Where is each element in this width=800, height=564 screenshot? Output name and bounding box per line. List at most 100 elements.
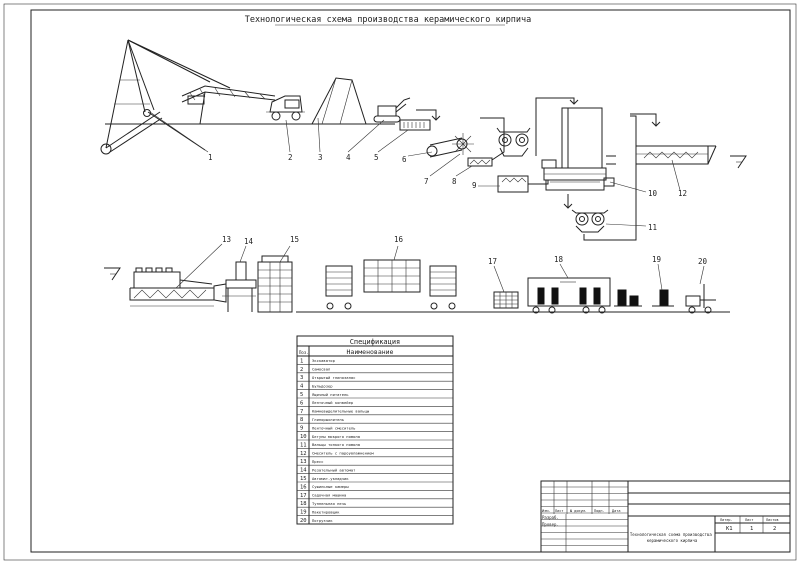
- stamp-hdr-list: Лист: [555, 509, 563, 513]
- spec-row-name: Пакетировщик: [312, 509, 340, 514]
- spec-row-no: 5: [300, 392, 303, 398]
- callout-7: 7: [424, 177, 429, 186]
- callout-16: 16: [394, 235, 404, 244]
- callout-9: 9: [472, 181, 477, 190]
- spec-row-name: Ленточный конвейер: [312, 400, 354, 405]
- stamp-prover: Провер.: [542, 522, 559, 527]
- dump-truck-2: [266, 95, 305, 121]
- callout-20: 20: [698, 257, 708, 266]
- callout-14: 14: [244, 237, 254, 246]
- callout-4: 4: [346, 153, 351, 162]
- spec-row-name: Пресс: [312, 459, 323, 464]
- cutter-14: [222, 261, 257, 312]
- callout-19: 19: [652, 255, 661, 264]
- callout-5: 5: [374, 153, 379, 162]
- tunnel-kiln-18: [527, 277, 611, 314]
- double-rolls: [496, 127, 531, 157]
- spec-row-no: 19: [300, 510, 307, 516]
- spec-row-name: Ящичный питатель: [312, 392, 349, 397]
- spec-row-name: Ленточный смеситель: [312, 425, 355, 430]
- fine-grinding-rolls-11: [563, 113, 661, 241]
- stamp-hdr-sheet: Лист: [745, 518, 753, 522]
- stamp-sheet-value: 1: [750, 526, 753, 532]
- spec-col-name: Наименование: [347, 348, 394, 356]
- callout-12: 12: [678, 189, 687, 198]
- transfer-mark-right: [730, 155, 747, 169]
- title-block: Изм. Лист № докум. Подп. Дата Разраб. Пр…: [540, 480, 791, 553]
- spec-row-no: 1: [300, 358, 303, 364]
- callout-2: 2: [288, 153, 293, 162]
- spec-row-no: 17: [300, 493, 307, 499]
- spec-row-name: Открытый глинозапас: [312, 375, 355, 380]
- clay-ripper-8: [467, 117, 505, 167]
- stacker-15: [257, 255, 293, 313]
- spec-row-no: 6: [300, 400, 303, 406]
- spec-row-no: 4: [300, 384, 304, 390]
- spec-row-name: Глинорыхлитель: [312, 417, 344, 422]
- stamp-hdr-sheets: Листов: [766, 518, 779, 522]
- stamp-razrab: Разраб.: [542, 515, 559, 520]
- stamp-lit-value: К1: [726, 526, 733, 532]
- spec-row-no: 18: [300, 501, 307, 507]
- drawing-frame: [30, 9, 791, 553]
- callout-6: 6: [402, 155, 407, 164]
- stamp-hdr-podp: Подп.: [594, 509, 605, 513]
- spec-row-no: 8: [300, 417, 303, 423]
- spec-row-no: 16: [300, 484, 307, 490]
- wet-pan-mill-10: [535, 97, 616, 191]
- drying-chambers-16: [325, 259, 457, 310]
- callout-8: 8: [452, 177, 457, 186]
- stamp-hdr-doc: № докум.: [570, 509, 587, 513]
- spec-row-no: 20: [300, 518, 307, 524]
- packer-19: [614, 289, 674, 307]
- spec-row-no: 7: [300, 409, 303, 415]
- transfer-mark-left: [104, 267, 121, 281]
- spec-row-no: 3: [300, 375, 303, 381]
- spec-row-no: 14: [300, 468, 307, 474]
- spec-row-name: Экскаватор: [312, 358, 336, 363]
- excavator-1: [100, 39, 231, 155]
- loader-20: [685, 284, 716, 314]
- callout-13: 13: [222, 235, 231, 244]
- stamp-hdr-izm: Изм.: [542, 509, 550, 513]
- spec-col-no: Поз.: [299, 350, 309, 355]
- stone-separator-rolls-7: [452, 133, 474, 155]
- stamp-doc-title: Технологическая схема производства керам…: [630, 532, 714, 543]
- spec-row-no: 12: [300, 451, 307, 457]
- callout-numbers: 1 2 3 4 5 6 7 8 9 10 11 12 13 14 15 16 1…: [208, 153, 708, 266]
- spec-title: Спецификация: [350, 338, 401, 346]
- setting-machine-17: [493, 291, 519, 309]
- callout-10: 10: [648, 189, 658, 198]
- spec-row-no: 9: [300, 426, 303, 432]
- spec-row-no: 11: [300, 442, 307, 448]
- spec-row-name: Самосвал: [312, 367, 330, 372]
- stamp-hdr-data: Дата: [612, 509, 620, 513]
- spec-row-no: 2: [300, 367, 303, 373]
- spec-table: Спецификация Поз. Наименование 1 Экскават…: [296, 335, 454, 525]
- spec-row-name: Камневыделительные вальцы: [312, 409, 370, 414]
- callout-17: 17: [488, 257, 497, 266]
- callout-3: 3: [318, 153, 323, 162]
- spec-row-name: Бегуны мокрого помола: [312, 434, 360, 439]
- box-feeder-5: [399, 109, 441, 131]
- spec-row-no: 13: [300, 459, 307, 465]
- outer-border: [3, 3, 797, 561]
- press-13: [129, 267, 227, 307]
- callout-18: 18: [554, 255, 564, 264]
- spec-row-name: Сушильные камеры: [312, 484, 349, 489]
- spec-row-no: 10: [300, 434, 307, 440]
- stamp-hdr-lit: Литер.: [720, 518, 733, 522]
- belt-mixer-9: [497, 175, 549, 193]
- stamp-sheets-value: 2: [773, 526, 776, 532]
- belt-conveyor-6: [426, 137, 468, 158]
- spec-row-name: Вальцы тонкого помола: [312, 442, 360, 447]
- spec-row-name: Садочная машина: [312, 493, 346, 498]
- steam-mixer-12: [635, 145, 717, 165]
- spec-row-name: Резательный автомат: [312, 467, 355, 472]
- spec-row-name: Туннельная печь: [312, 501, 346, 506]
- spec-row-no: 15: [300, 476, 307, 482]
- callout-leaders: [149, 111, 705, 293]
- callout-11: 11: [648, 223, 657, 232]
- spec-row-name: Автомат-укладчик: [312, 476, 349, 481]
